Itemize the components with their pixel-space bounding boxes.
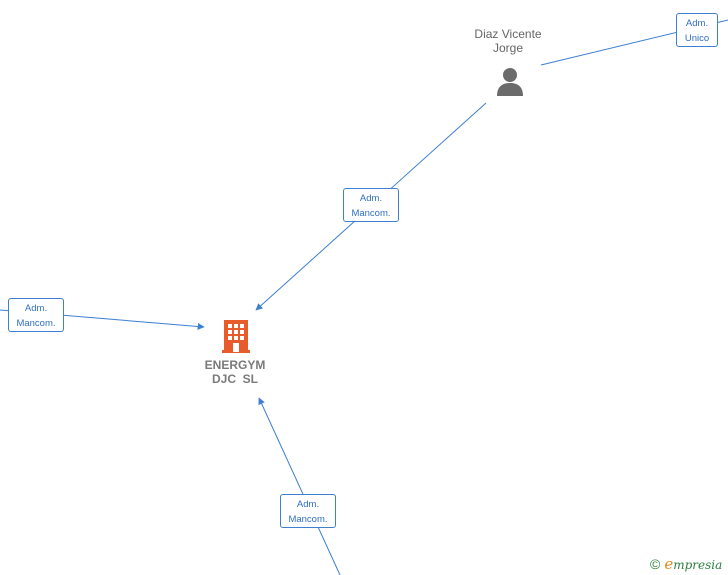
company-name[interactable]: ENERGYM DJC SL [185,358,285,386]
person-name[interactable]: Diaz Vicente Jorge [458,27,558,55]
copyright-icon: © [650,556,661,572]
building-icon[interactable] [222,318,250,354]
company-name-line1: ENERGYM [204,358,266,372]
relation-label-line2: Mancom. [351,208,391,219]
brand-footer: © empresia [650,555,722,573]
relation-label-adm-unico[interactable]: Adm. Unico [676,13,718,47]
relation-label-line1: Adm. [24,303,48,314]
relation-label-line2: Unico [684,33,710,44]
brand-logo: empresia [664,555,722,573]
person-name-line2: Jorge [492,41,524,55]
relation-label-line2: Mancom. [288,514,328,525]
brand-rest: mpresia [673,558,723,572]
edge-bottom-to-company [258,397,341,575]
relation-label-adm-mancom-left[interactable]: Adm. Mancom. [8,298,64,332]
relation-label-adm-mancom-bottom[interactable]: Adm. Mancom. [280,494,336,528]
brand-initial: e [664,555,674,573]
company-name-line2: DJC SL [211,372,258,386]
relation-label-line2: Mancom. [16,318,56,329]
relation-label-line1: Adm. [685,18,709,29]
relation-label-adm-mancom-person[interactable]: Adm. Mancom. [343,188,399,222]
person-name-line1: Diaz Vicente [474,27,542,41]
relation-label-line1: Adm. [359,193,383,204]
relation-label-line1: Adm. [296,499,320,510]
person-icon[interactable] [495,66,525,96]
